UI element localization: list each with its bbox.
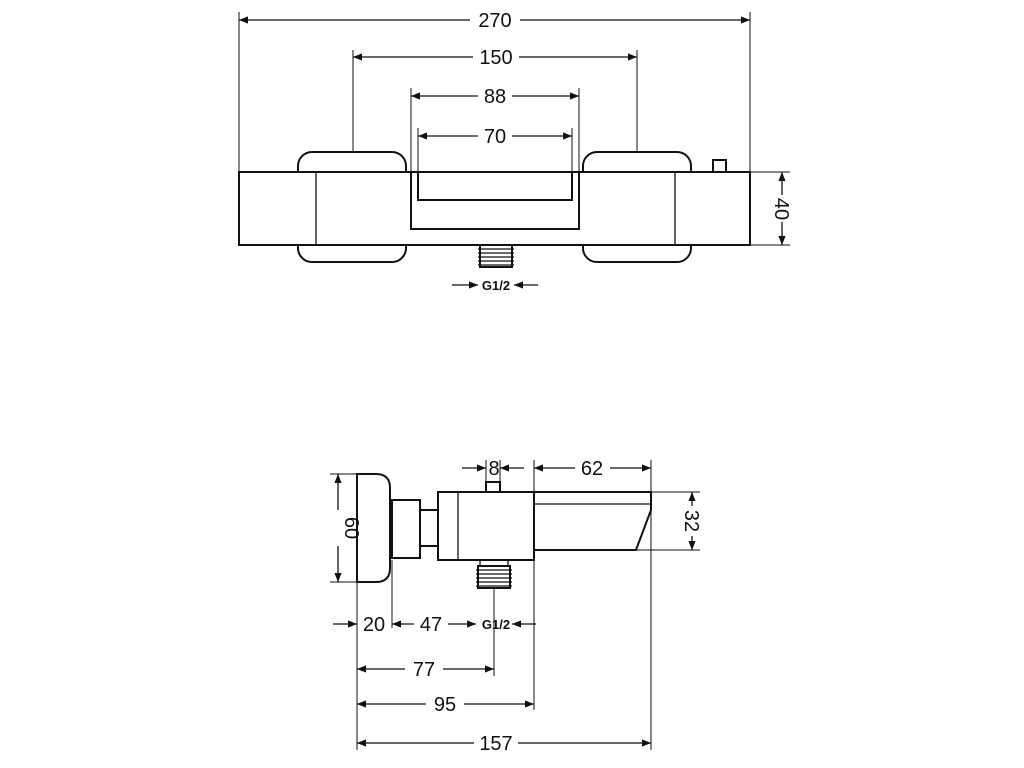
dim-88-label: 88 xyxy=(484,86,506,108)
dim-32: 32 xyxy=(680,492,702,550)
dim-g12-side: G1/2 xyxy=(482,617,536,632)
dim-20-label: 20 xyxy=(363,614,385,636)
dim-95: 95 xyxy=(357,694,534,716)
dim-157-label: 157 xyxy=(479,733,512,755)
dim-8-label: 8 xyxy=(488,458,499,480)
dim-g12-side-label: G1/2 xyxy=(482,617,510,632)
dim-70: 70 xyxy=(418,126,572,148)
dim-47: 47 xyxy=(392,614,476,636)
dim-88: 88 xyxy=(411,86,579,108)
dim-270: 270 xyxy=(239,10,750,32)
dim-40: 40 xyxy=(750,171,792,246)
dim-60: 60 xyxy=(334,474,362,582)
inlet-thread-front xyxy=(478,244,514,268)
dim-95-label: 95 xyxy=(434,694,456,716)
dim-g12-front-label: G1/2 xyxy=(482,278,510,293)
valve-body-side xyxy=(356,473,652,583)
dim-77: 77 xyxy=(357,659,494,681)
dim-20: 20 xyxy=(333,614,385,636)
dim-150-label: 150 xyxy=(479,47,512,69)
front-view: 270 150 88 70 40 G1/2 xyxy=(238,10,792,293)
dim-62-label: 62 xyxy=(581,458,603,480)
dim-60-label: 60 xyxy=(340,517,362,539)
dim-157: 157 xyxy=(357,733,651,755)
dim-150: 150 xyxy=(353,47,637,69)
dim-270-label: 270 xyxy=(478,10,511,32)
valve-body-front xyxy=(238,151,751,263)
dim-g12-front: G1/2 xyxy=(452,278,538,293)
side-view: 8 62 60 32 20 47 G1/2 xyxy=(330,458,702,755)
dim-32-label: 32 xyxy=(680,510,702,532)
dim-47-label: 47 xyxy=(420,614,442,636)
dim-62: 62 xyxy=(534,458,651,480)
dim-77-label: 77 xyxy=(413,659,435,681)
inlet-thread-side xyxy=(476,560,512,589)
dim-40-label: 40 xyxy=(770,198,792,220)
dim-70-label: 70 xyxy=(484,126,506,148)
dim-8: 8 xyxy=(462,458,524,480)
